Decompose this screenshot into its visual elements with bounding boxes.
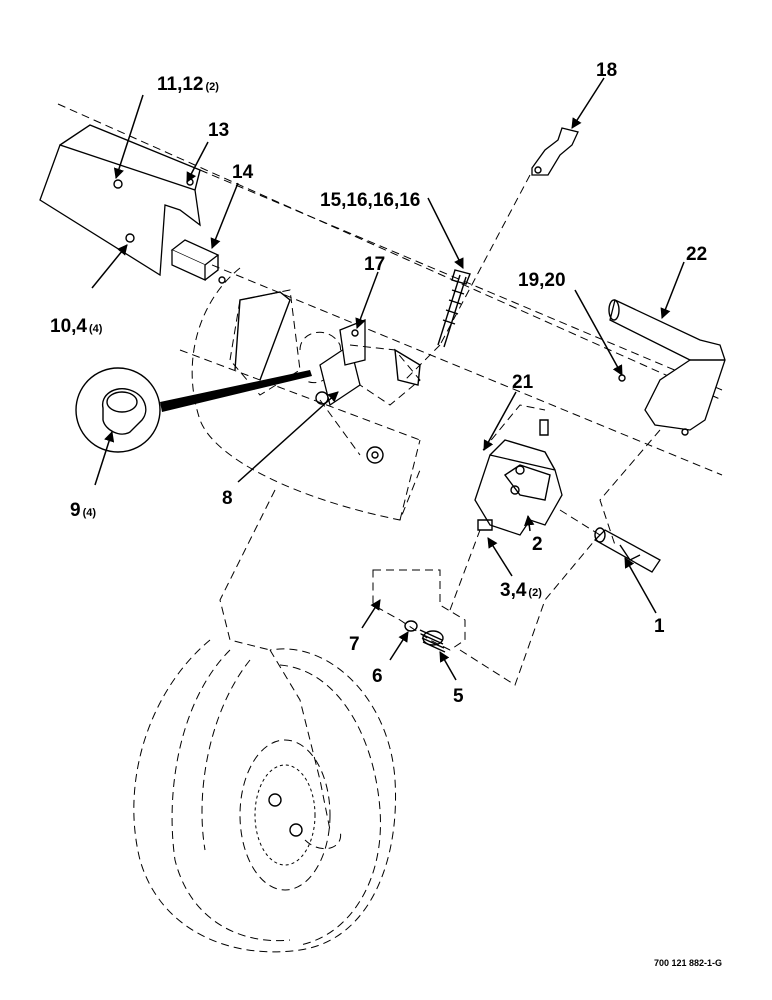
pivot-assembly — [229, 289, 421, 464]
pin-part-1 — [559, 509, 661, 573]
callout-11-12: 11,12(2) — [157, 74, 219, 95]
callout-5: 5 — [453, 686, 464, 707]
callout-leaders — [91, 77, 685, 681]
callout-14: 14 — [232, 162, 254, 183]
callout-9: 9(4) — [70, 500, 96, 521]
callout-7: 7 — [349, 634, 360, 655]
latch-part-18 — [439, 127, 579, 346]
part-21-alignment — [482, 404, 546, 451]
drawing-number: 700 121 882-1-G — [654, 958, 722, 968]
handle-part-22 — [599, 299, 726, 546]
spring-washer-plate — [372, 529, 596, 686]
wheel-and-tire — [133, 639, 397, 953]
bolt-part-15 — [404, 269, 471, 381]
callout-15-16: 15,16,16,16 — [320, 190, 420, 211]
callout-21: 21 — [512, 372, 534, 393]
callout-13: 13 — [208, 120, 229, 141]
callout-6: 6 — [372, 666, 383, 687]
callout-3-4: 3,4(2) — [500, 580, 542, 601]
housing-part-2 — [474, 419, 563, 536]
callout-8: 8 — [222, 488, 233, 509]
callout-labels: 1 2 3,4(2) 5 6 7 8 9(4) 10,4(4) 11,12(2)… — [50, 60, 707, 707]
bushing-detail-part-9 — [75, 367, 312, 453]
callout-10-4: 10,4(4) — [50, 316, 103, 337]
callout-1: 1 — [654, 616, 665, 637]
pad-part-14 — [170, 239, 226, 284]
frame-phantom-lines — [57, 103, 723, 651]
callout-19-20: 19,20 — [518, 270, 566, 291]
callout-17: 17 — [364, 254, 385, 275]
callout-2: 2 — [532, 534, 543, 555]
callout-18: 18 — [596, 60, 617, 81]
callout-22: 22 — [686, 244, 707, 265]
